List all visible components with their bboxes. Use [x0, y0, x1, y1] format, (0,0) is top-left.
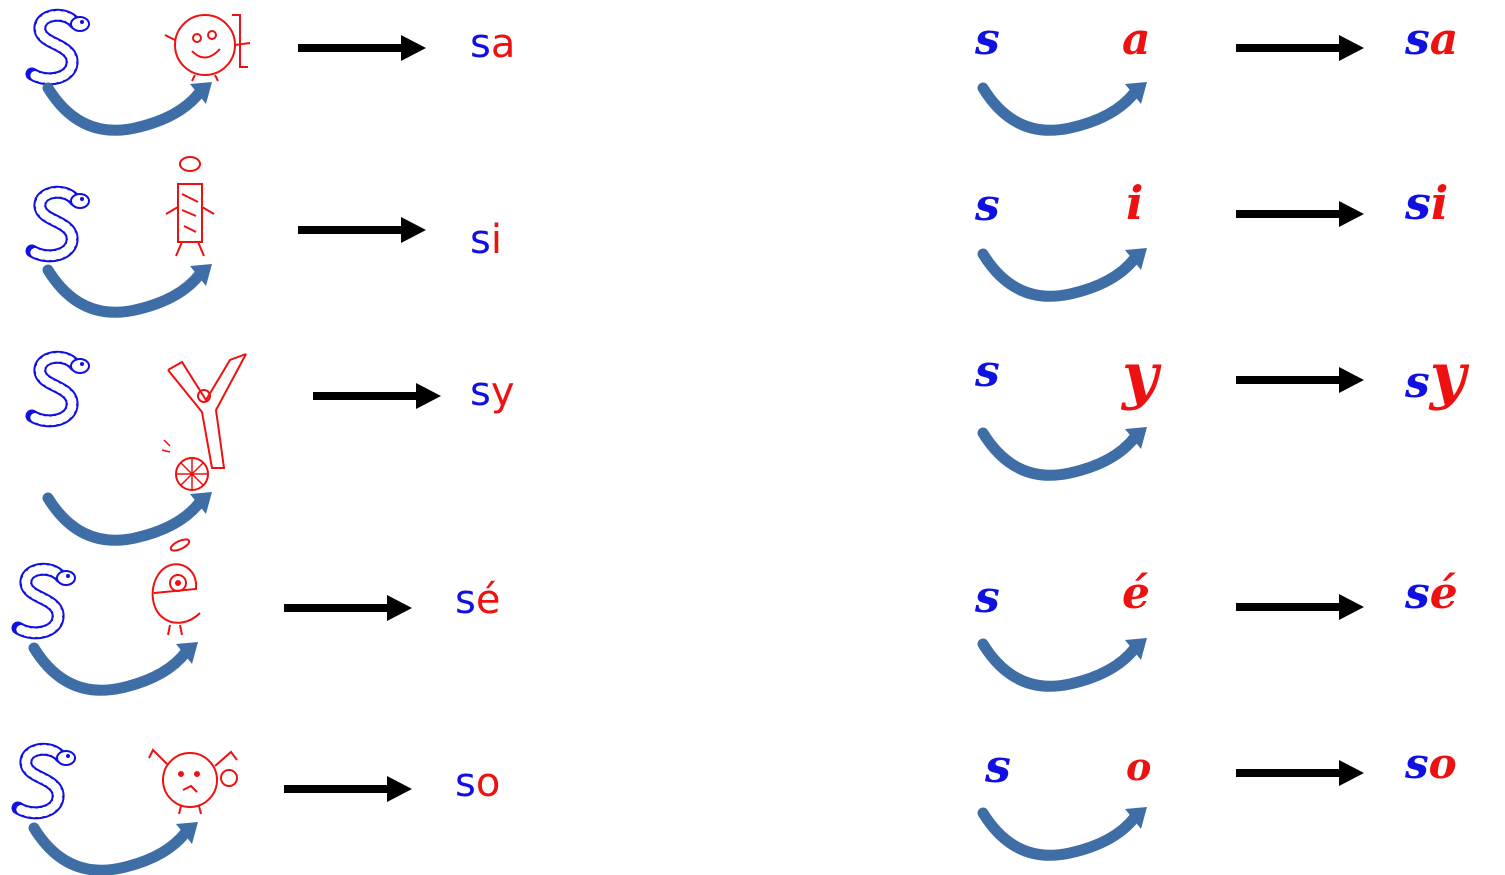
right-arrow-icon	[1236, 760, 1364, 786]
link-curve-icon	[42, 492, 212, 546]
syllable: so	[455, 763, 500, 803]
vowel: é	[475, 577, 501, 623]
right-arrow-icon	[1236, 594, 1364, 620]
link-curve-icon	[28, 642, 198, 696]
vowel: a	[490, 21, 516, 67]
e-acute-character-icon	[151, 538, 201, 636]
syllable: sa	[470, 24, 515, 64]
vowel: y	[490, 369, 515, 415]
vowel: a	[1429, 14, 1459, 65]
cursive-consonant: s	[975, 14, 1000, 65]
cursive-vowel: o	[1126, 744, 1152, 789]
cursive-vowel: a	[1122, 14, 1151, 65]
consonant: s	[470, 21, 491, 67]
vowel: i	[490, 217, 502, 263]
cursive-consonant: s	[975, 346, 1000, 397]
consonant: s	[470, 217, 491, 263]
a-character-icon	[164, 14, 251, 82]
consonant: s	[1405, 568, 1430, 619]
syllable: si	[470, 220, 502, 260]
right-arrow-icon	[1236, 367, 1364, 393]
cursive-consonant: s	[975, 180, 1000, 231]
syllable: sé	[455, 580, 500, 620]
right-arrow-icon	[284, 776, 412, 802]
cursive-syllable: sé	[1405, 572, 1458, 616]
vowel: y	[1429, 339, 1466, 412]
consonant: s	[455, 577, 476, 623]
link-curve-icon	[28, 822, 198, 875]
cursive-syllable: so	[1405, 743, 1457, 785]
cursive-consonant: s	[985, 739, 1011, 793]
cursive-vowel: i	[1126, 176, 1144, 230]
y-character-icon	[161, 353, 247, 491]
right-arrow-icon	[1236, 201, 1364, 227]
cursive-vowel: é	[1122, 568, 1150, 619]
snake-s-icon	[25, 350, 90, 428]
cursive-syllable: sa	[1405, 18, 1458, 62]
vowel: o	[1428, 739, 1457, 788]
i-character-icon	[165, 156, 215, 257]
link-curve-icon	[977, 82, 1147, 136]
cursive-consonant: s	[975, 572, 1000, 623]
vowel: o	[475, 760, 501, 806]
link-curve-icon	[977, 638, 1147, 692]
snake-s-icon	[25, 185, 90, 263]
consonant: s	[455, 760, 476, 806]
snake-s-icon	[11, 742, 76, 820]
link-curve-icon	[977, 248, 1147, 302]
cursive-vowel: y	[1122, 339, 1159, 412]
snake-s-icon	[25, 8, 90, 86]
cursive-syllable: sy	[1405, 345, 1466, 407]
syllable: sy	[470, 372, 515, 412]
consonant: s	[1405, 739, 1429, 788]
right-arrow-icon	[284, 595, 412, 621]
consonant: s	[470, 369, 491, 415]
link-curve-icon	[977, 427, 1147, 481]
link-curve-icon	[977, 807, 1147, 861]
cursive-syllable: si	[1405, 180, 1448, 226]
right-arrow-icon	[298, 35, 426, 61]
link-curve-icon	[42, 264, 212, 318]
right-arrow-icon	[313, 383, 441, 409]
right-arrow-icon	[298, 217, 426, 243]
consonant: s	[1405, 176, 1431, 230]
consonant: s	[1405, 14, 1430, 65]
right-arrow-icon	[1236, 35, 1364, 61]
vowel: é	[1429, 568, 1458, 619]
link-curve-icon	[42, 82, 212, 136]
snake-s-icon	[11, 562, 76, 640]
consonant: s	[1405, 357, 1430, 408]
vowel: i	[1430, 176, 1449, 230]
o-character-icon	[148, 748, 238, 815]
